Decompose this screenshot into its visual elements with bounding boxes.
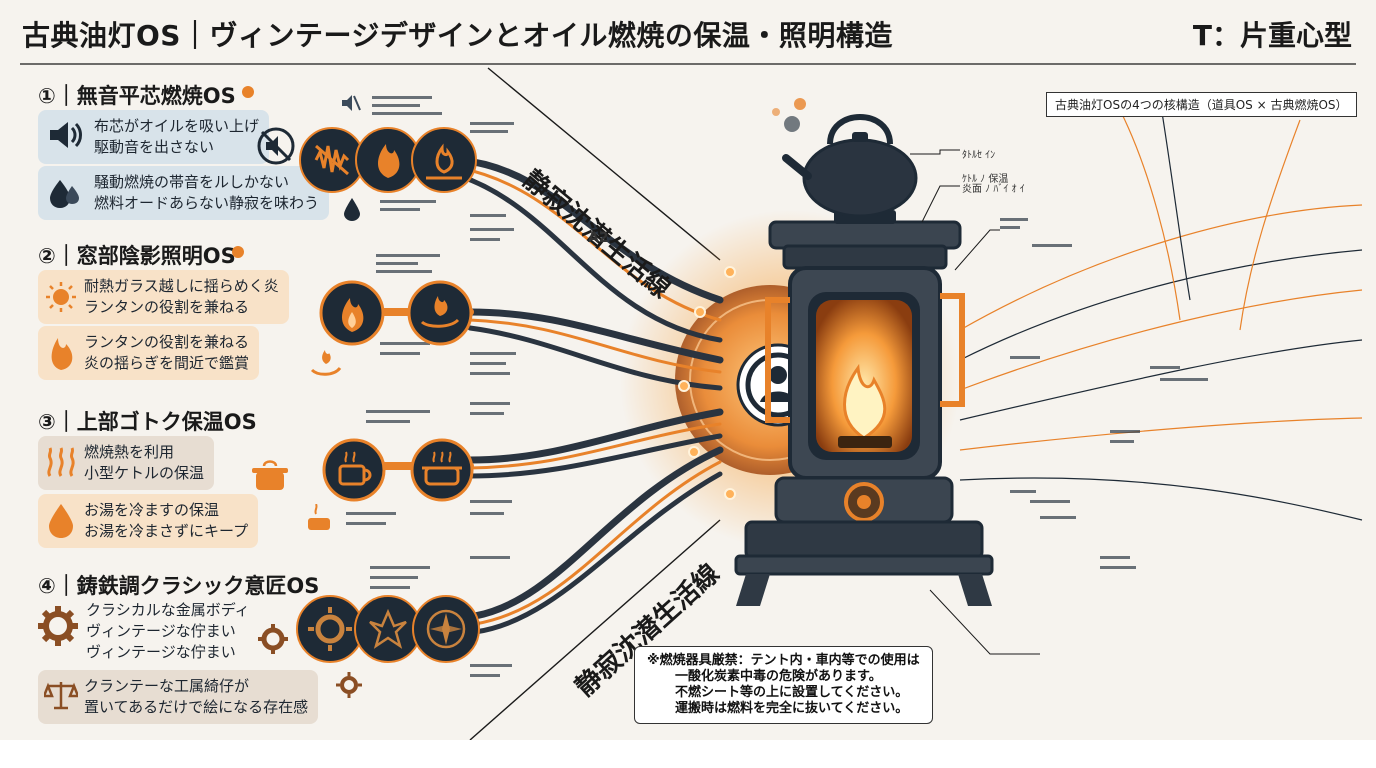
pill-line: 耐熱ガラス越しに揺らめく炎: [84, 277, 279, 295]
section-2-pill-1: 耐熱ガラス越しに揺らめく炎 ランタンの役割を兼ねる: [38, 270, 289, 324]
micro-annotations: [346, 96, 1208, 677]
section-4-heading: ④｜鋳鉄調クラシック意匠OS: [38, 574, 320, 598]
lower-guide-line: [469, 519, 721, 740]
gear-small-icon: [258, 624, 288, 654]
legend-box: 古典油灯OSの4つの核構造（道具OS × 古典燃焼OS）: [1046, 92, 1357, 117]
section-2-nodes: [319, 280, 473, 346]
section-2-pill-2: ランタンの役割を兼ねる 炎の揺らぎを間近で鑑賞: [38, 326, 260, 380]
upper-guide-line: [487, 67, 721, 261]
section-1-pill-1: 布芯がオイルを吸い上げ 駆動音を出さない: [38, 110, 270, 164]
mute-small-icon: [342, 95, 361, 111]
pill-line: お湯を冷まさずにキープ: [84, 522, 249, 540]
pill-line: ランタンの役割を兼ねる: [84, 333, 250, 351]
pill-line: 布芯がオイルを吸い上げ: [94, 117, 260, 135]
page-title: 古典油灯OS｜ヴィンテージデザインとオイル燃焼の保温・照明構造: [22, 19, 893, 52]
diagram-artwork: [20, 63, 1363, 740]
kettle-callout-2: ｹﾄﾙ ﾉ 保温: [962, 174, 1009, 185]
warning-line: 一酸化炭素中毒の危険があります。: [675, 669, 882, 684]
glow-nodes: [678, 266, 736, 500]
heat-waves-icon: [47, 447, 75, 477]
pill-line: 駆動音を出さない: [94, 138, 215, 156]
right-data-lines: [959, 99, 1363, 521]
section-4-nodes: [296, 595, 480, 663]
callout-leaders: [910, 149, 1040, 655]
pill-line: ヴィンテージな佇まい: [86, 643, 236, 661]
section-1-heading: ①｜無音平芯燃焼OS: [38, 84, 236, 108]
water-drop-icon: [344, 198, 360, 221]
section-2-dot: [232, 246, 244, 258]
pill-line: 炎の揺らぎを間近で鑑賞: [84, 354, 250, 372]
hand-flame-icon: [310, 350, 342, 376]
safety-warning-box: ※燃焼器具厳禁：テント内・車内等での使用は 一酸化炭素中毒の危険があります。 不…: [634, 646, 933, 724]
small-a2-label: A2: [588, 230, 609, 246]
pill-line: 燃焼熱を利用: [84, 443, 175, 461]
section-1-nodes: [299, 127, 477, 193]
section-1-pill-2: 騒動燃焼の帯音をルしかない 燃料オードあらない静寂を味わう: [38, 166, 330, 220]
kettle-callout-1: ﾀﾄﾙｾ ｲﾝ: [962, 150, 996, 161]
fire-icon: [51, 338, 73, 370]
gear-tiny-icon: [336, 672, 362, 698]
balance-icon: [44, 682, 78, 710]
pill-line: お湯を冷ますの保温: [84, 501, 220, 519]
section-3-pill-1: 燃焼熱を利用 小型ケトルの保温: [38, 436, 215, 490]
section-3-nodes: [322, 438, 474, 502]
water-drop-icon: [49, 504, 73, 538]
warning-line: 不燃シート等の上に設置してください。: [675, 685, 909, 700]
section-1-dot: [242, 86, 254, 98]
muted-sound-icon: [257, 127, 295, 165]
pill-line: クランテーな工属綺仔が: [84, 677, 250, 695]
gear-icon: [38, 606, 78, 646]
speaker-icon: [50, 122, 82, 148]
sun-icon: [46, 282, 76, 312]
section-4-text-1: クラシカルな金属ボディ ヴィンテージな佇まい ヴィンテージな佇まい: [80, 596, 256, 667]
infographic-canvas: 古典油灯OS｜ヴィンテージデザインとオイル燃焼の保温・照明構造 T：片重心型 ①…: [0, 0, 1376, 740]
pill-line: クラシカルな金属ボディ: [86, 601, 250, 619]
pot-icon: [252, 460, 288, 490]
pill-line: 騒動燃焼の帯音をルしかない: [94, 173, 290, 191]
oil-drop-icon: [50, 180, 79, 208]
warning-line: ※燃焼器具厳禁：テント内・車内等での使用は: [647, 653, 920, 668]
pill-line: 燃料オードあらない静寂を味わう: [94, 194, 320, 212]
section-3-pill-2: お湯を冷ますの保温 お湯を冷まさずにキープ: [38, 494, 259, 548]
section-2-heading: ②｜窓部陰影照明OS: [38, 244, 236, 268]
section-4-pill-2: クランテーな工属綺仔が 置いてあるだけで絵になる存在感: [38, 670, 319, 724]
pill-line: ランタンの役割を兼ねる: [84, 298, 250, 316]
kettle-callout-3: 炎面 ﾉ ﾊﾞｲ ｵ ｲ: [962, 184, 1025, 195]
pill-line: 置いてあるだけで絵になる存在感: [84, 698, 309, 716]
oil-heater-illustration: [734, 98, 994, 606]
pill-line: ヴィンテージな佇まい: [86, 622, 236, 640]
pill-line: 小型ケトルの保温: [84, 464, 205, 482]
warning-line: 運搬時は燃料を完全に抜いてください。: [675, 701, 909, 716]
section-3-heading: ③｜上部ゴトク保温OS: [38, 410, 257, 434]
steam-pot-small-icon: [308, 504, 330, 530]
type-label: T：片重心型: [1192, 19, 1352, 52]
